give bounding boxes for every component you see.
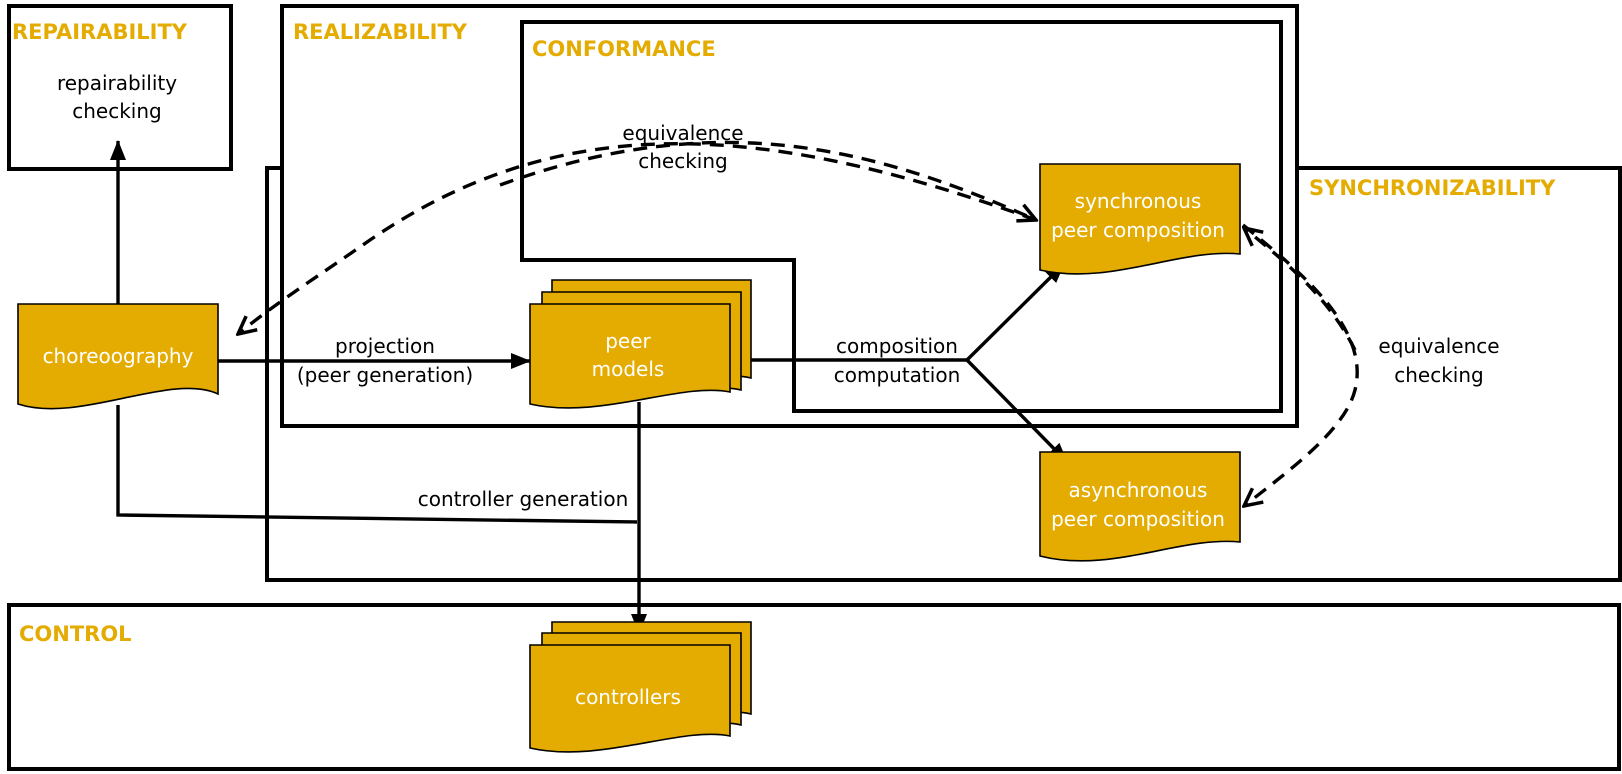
controllers-doc (529, 644, 731, 753)
realizability-title: REALIZABILITY (293, 20, 468, 44)
to-sync-arrow (965, 262, 1066, 362)
peer-models-doc (529, 303, 731, 409)
conformance-region (520, 20, 1283, 413)
repairability-checking-line2: checking (72, 99, 161, 123)
equivalence-top-label-line1: equivalence (622, 121, 743, 145)
equivalence-right-label-line1: equivalence (1378, 334, 1499, 358)
async-composition-doc (1039, 451, 1241, 562)
peer-models-label-line1: peer (605, 329, 651, 353)
repairability-checking-line1: repairability (57, 71, 177, 95)
controllers-label: controllers (575, 685, 681, 709)
repairability-title: REPAIRABILITY (12, 20, 188, 44)
projection-label-line1: projection (335, 334, 435, 358)
synchronizability-title: SYNCHRONIZABILITY (1309, 176, 1556, 200)
sync-composition-label-line2: peer composition (1051, 218, 1225, 242)
choreography-to-controllers-line (116, 405, 638, 524)
controller-generation-label: controller generation (418, 487, 629, 511)
sync-composition-doc (1039, 163, 1241, 275)
composition-label-line2: computation (834, 363, 961, 387)
control-title: CONTROL (19, 622, 132, 646)
choreography-doc (17, 303, 219, 410)
projection-label-line2: (peer generation) (297, 363, 473, 387)
equivalence-top-arrow-to-choreography (238, 142, 1037, 334)
to-async-arrow (965, 358, 1069, 464)
equivalence-top-label-line2: checking (638, 149, 727, 173)
sync-composition-label-line1: synchronous (1075, 189, 1202, 213)
peer-models-label-line2: models (592, 357, 665, 381)
conformance-title: CONFORMANCE (532, 37, 716, 61)
async-composition-label-line2: peer composition (1051, 507, 1225, 531)
equivalence-right-arrow-to-sync (1244, 228, 1357, 351)
equivalence-right-label-line2: checking (1394, 363, 1483, 387)
equivalence-right-arrow-to-async (1243, 223, 1359, 506)
repairability-region (7, 4, 233, 171)
choreography-label: choreoography (43, 344, 194, 368)
equivalence-top-arrow-to-sync (499, 140, 1036, 220)
async-composition-label-line1: asynchronous (1069, 478, 1208, 502)
composition-label-line1: composition (836, 334, 958, 358)
control-region (7, 603, 1621, 771)
